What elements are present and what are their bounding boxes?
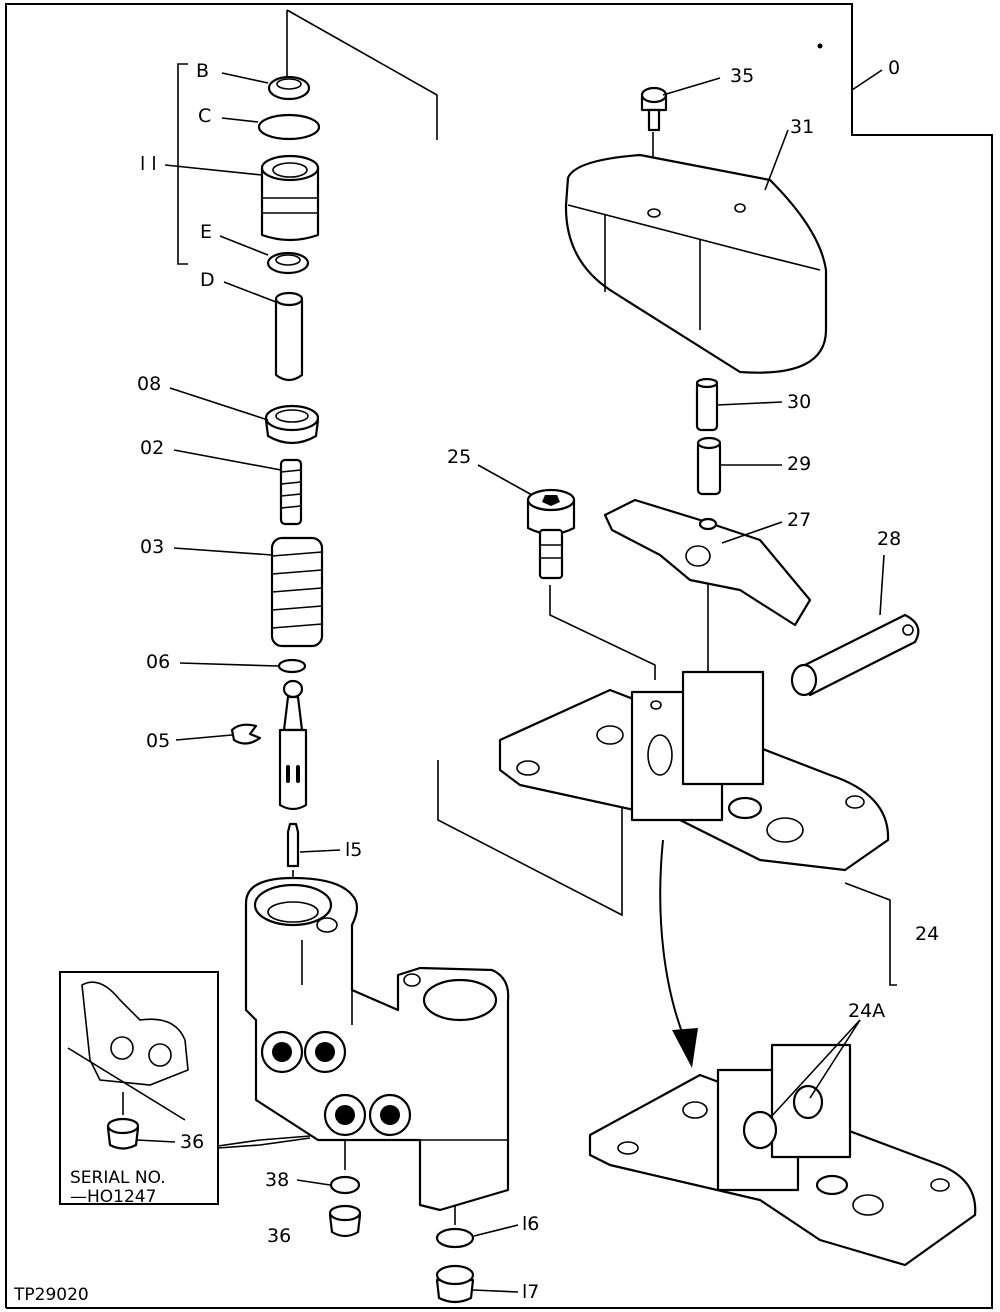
part-35-bolt — [640, 86, 668, 132]
callout-C: C — [198, 105, 211, 127]
part-03-outer-spring — [270, 536, 324, 648]
callout-27: 27 — [787, 509, 811, 531]
part-02-inner-spring — [279, 458, 303, 526]
callout-25: 25 — [447, 446, 471, 468]
part-B-seal — [267, 75, 311, 101]
drawing-reference: TP29020 — [13, 1285, 89, 1305]
part-callouts: B C l l E D 08 02 03 06 05 l5 36 38 36 l… — [137, 57, 939, 1303]
callout-31: 31 — [790, 116, 814, 138]
part-15-pin — [286, 822, 300, 868]
part-08-retainer — [264, 404, 320, 445]
callout-15: l5 — [345, 839, 362, 861]
assembly-arrow-icon — [659, 839, 698, 1068]
frame-border — [5, 3, 993, 1309]
callout-02: 02 — [140, 437, 164, 459]
part-E-washer — [266, 251, 310, 275]
inset-serial-text: SERIAL NO. —HO1247 — [70, 1168, 166, 1207]
callout-28: 28 — [877, 528, 901, 550]
part-24A-bracket — [588, 1043, 977, 1267]
callout-B: B — [196, 60, 209, 82]
serial-label: SERIAL NO. — [70, 1168, 166, 1188]
part-24-bracket — [498, 670, 890, 872]
part-05-clip — [230, 723, 262, 745]
callout-35: 35 — [730, 65, 754, 87]
part-31-cover — [564, 153, 828, 374]
callout-03: 03 — [140, 536, 164, 558]
part-30-pin — [695, 377, 719, 432]
callout-38: 38 — [265, 1169, 289, 1191]
callout-0: 0 — [888, 57, 900, 79]
part-16-o-ring — [435, 1227, 475, 1249]
part-06-washer — [277, 658, 307, 674]
callout-24A: 24A — [848, 1000, 885, 1022]
stray-dot — [817, 43, 823, 49]
serial-inset-box — [59, 971, 219, 1205]
callout-30: 30 — [787, 391, 811, 413]
callout-16: l6 — [522, 1213, 539, 1235]
callout-24: 24 — [915, 923, 939, 945]
valve-housing — [244, 876, 510, 1212]
callout-36: 36 — [267, 1225, 291, 1247]
part-17-plug — [435, 1264, 475, 1304]
callout-36-inset: 36 — [180, 1131, 204, 1153]
part-38-o-ring — [329, 1175, 361, 1195]
callout-06: 06 — [146, 651, 170, 673]
callout-D: D — [200, 269, 215, 291]
part-28-pin — [790, 613, 920, 697]
part-27-lever — [603, 498, 812, 627]
callout-05: 05 — [146, 730, 170, 752]
part-11-bushing — [260, 154, 320, 242]
serial-number: —HO1247 — [70, 1187, 156, 1207]
callout-E: E — [200, 221, 212, 243]
leader-lines — [136, 63, 885, 1293]
callout-17: l7 — [522, 1281, 539, 1303]
callout-29: 29 — [787, 453, 811, 475]
part-C-o-ring — [257, 113, 321, 141]
spool-valve — [278, 679, 308, 811]
callout-11: l l — [140, 153, 157, 175]
callout-08: 08 — [137, 373, 161, 395]
part-29-pin — [696, 436, 722, 496]
part-36-plug — [328, 1204, 362, 1238]
part-D-plunger — [274, 291, 304, 382]
part-25-screw — [526, 488, 576, 580]
